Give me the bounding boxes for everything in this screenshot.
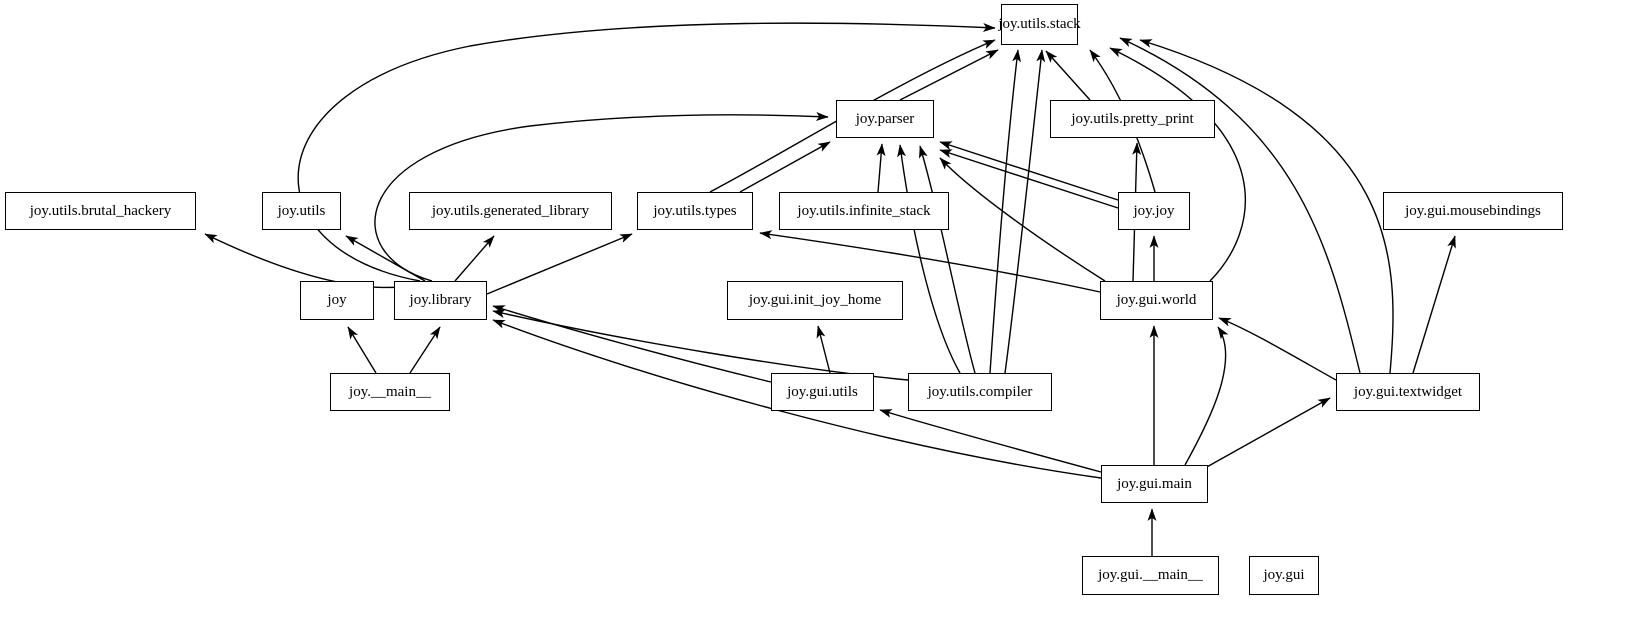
graph-node-label: joy.gui.world [1116,292,1197,308]
graph-edge [486,233,633,295]
graph-edge [345,235,426,282]
graph-node-label: joy.utils.pretty_print [1071,110,1194,127]
graph-node-label: joy.gui.mousebindings [1405,202,1541,219]
graph-node-label: joy.__main__ [349,383,431,400]
graph-edge [1184,326,1229,466]
graph-edge [739,141,831,193]
graph-node-label: joy.library [409,292,472,308]
graph-node-label: joy.joy [1133,202,1175,219]
graph-node-label: joy.gui.__main__ [1098,567,1203,583]
graph-node-joy-gui-init-joy-home[interactable]: joy.gui.init_joy_home [727,281,903,320]
graph-edge [409,326,441,374]
graph-node-joy-library[interactable]: joy.library [394,281,487,320]
graph-edge [1045,50,1091,101]
graph-edge [492,309,909,381]
graph-node-label: joy.utils.stack [998,16,1081,32]
graph-node-label: joy.gui.init_joy_home [748,292,882,308]
graph-edge [897,144,961,374]
graph-node-joy[interactable]: joy [300,281,374,320]
graph-edge [1218,317,1337,381]
graph-node-joy-gui[interactable]: joy.gui [1249,556,1319,595]
graph-edge [1109,47,1247,282]
graph-node-label: joy.utils [277,202,326,219]
graph-node-joy-utils[interactable]: joy.utils [262,192,341,230]
graph-node-label: joy.utils.infinite_stack [797,202,931,219]
graph-edge [989,49,1022,374]
graph-node-joy-utils-generated-library[interactable]: joy.utils.generated_library [409,192,612,230]
graph-node-joy-utils-infinite-stack[interactable]: joy.utils.infinite_stack [779,192,949,230]
graph-node-joy-gui-textwidget[interactable]: joy.gui.textwidget [1336,373,1480,411]
graph-node-label: joy.utils.compiler [927,383,1033,400]
graph-edge [454,235,495,282]
graph-edge [939,149,1119,209]
graph-edge [876,143,886,193]
graph-edge [1204,397,1331,469]
graph-node-joy-utils-stack[interactable]: joy.utils.stack [998,4,1081,45]
graph-node-label: joy.gui.main [1117,475,1192,492]
graph-edge [939,157,1106,282]
graph-node-joy-gui-world[interactable]: joy.gui.world [1100,281,1213,320]
graph-node-label: joy.gui.utils [787,383,858,400]
graph-node-label: joy.utils.brutal_hackery [29,202,172,219]
graph-node-joy-utils-compiler[interactable]: joy.utils.compiler [908,373,1052,411]
graph-node-joy-utils-pretty-print[interactable]: joy.utils.pretty_print [1050,100,1215,138]
graph-edge [1412,235,1456,374]
graph-node-joy-gui-utils[interactable]: joy.gui.utils [771,373,874,411]
graph-node-label: joy.parser [855,110,915,127]
graph-edge [919,145,976,374]
graph-edge [879,409,1102,473]
graph-edge [297,22,996,282]
graph-node-label: joy.gui [1263,567,1305,583]
graph-edge [816,325,831,374]
graph-node-joy-joy[interactable]: joy.joy [1118,192,1190,230]
graph-edge [347,326,377,374]
graph-node-label: joy [327,292,347,308]
graph-edge [204,233,401,289]
graph-node-label: joy.utils.generated_library [431,202,590,219]
graph-node-joy---main--[interactable]: joy.__main__ [330,373,450,411]
graph-node-joy-utils-types[interactable]: joy.utils.types [637,192,753,230]
graph-node-joy-utils-brutal-hackery[interactable]: joy.utils.brutal_hackery [5,192,196,230]
graph-node-joy-gui-mousebindings[interactable]: joy.gui.mousebindings [1383,192,1563,230]
graph-node-label: joy.utils.types [653,202,737,219]
graph-node-joy-parser[interactable]: joy.parser [836,100,934,138]
graph-node-joy-gui---main--[interactable]: joy.gui.__main__ [1082,556,1219,595]
graph-edge [1004,49,1046,374]
graph-node-label: joy.gui.textwidget [1353,383,1463,400]
graph-node-joy-gui-main[interactable]: joy.gui.main [1101,465,1208,503]
graph-edge [939,141,1119,201]
graph-edge [899,49,999,101]
